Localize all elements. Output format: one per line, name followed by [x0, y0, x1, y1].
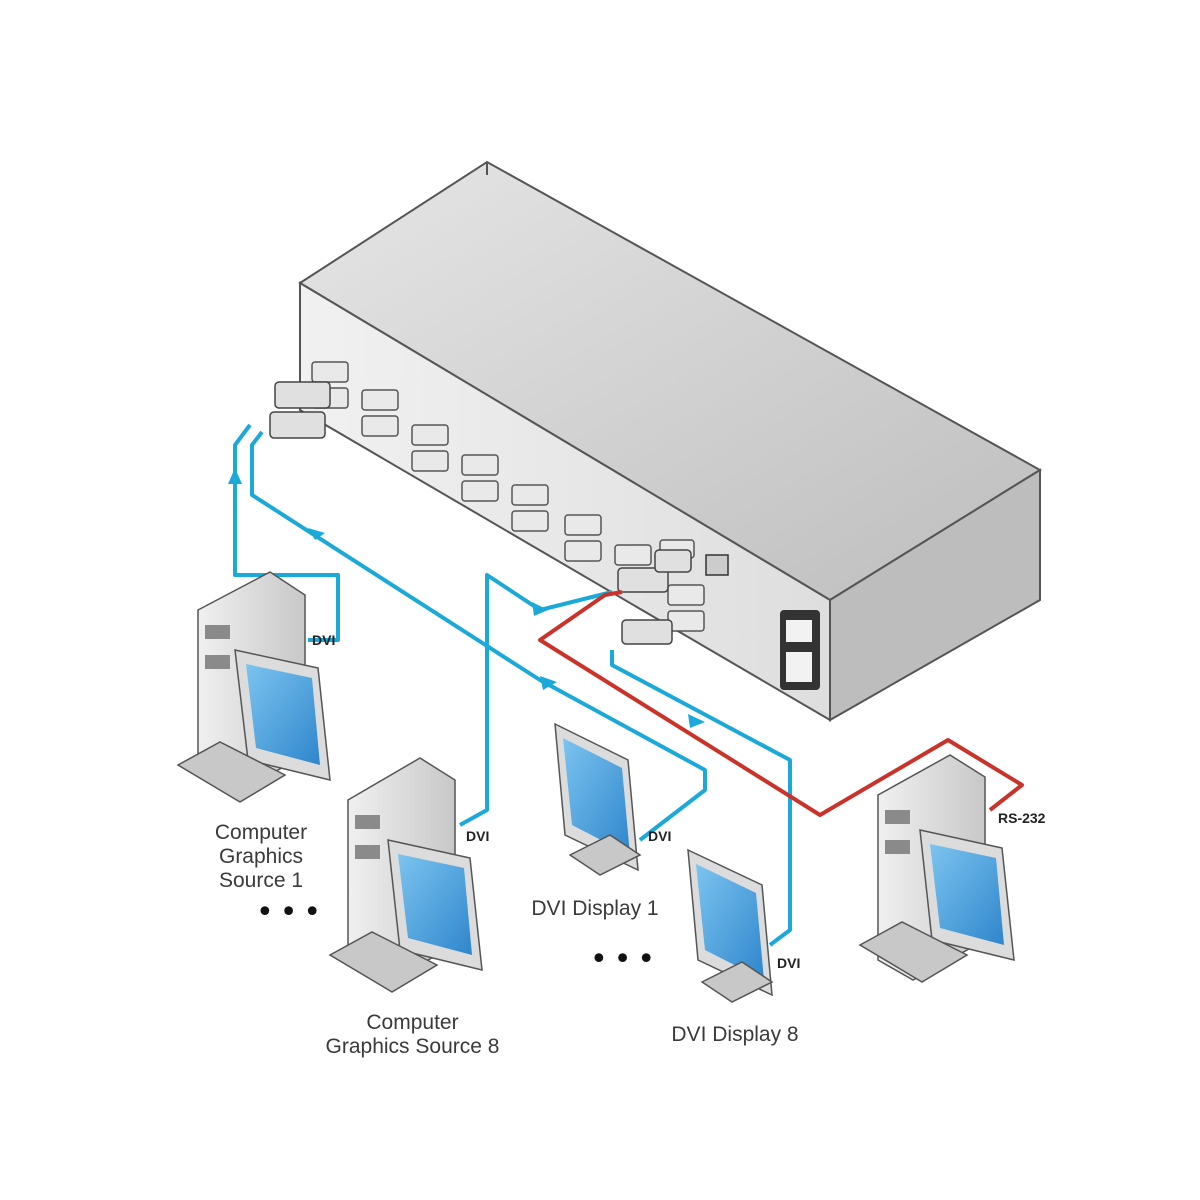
ellipsis-sources: •••: [256, 895, 328, 930]
ellipsis-displays: •••: [590, 942, 662, 977]
cable-source8: [459, 573, 613, 827]
label-source-8: Computer Graphics Source 8: [325, 1011, 500, 1058]
label-dvi-source1: DVI: [312, 632, 336, 648]
label-dvi-display1: DVI: [648, 828, 672, 844]
label-display-1: DVI Display 1: [531, 897, 659, 920]
cable-display8: [610, 650, 792, 947]
keyboard-icon: [176, 741, 287, 803]
matrix-switcher-device: [269, 160, 1042, 722]
ethernet-port: [705, 554, 729, 576]
cable-display1: [250, 430, 707, 842]
computer-source-8: [328, 757, 483, 993]
label-rs232: RS-232: [998, 810, 1046, 826]
display-1: [554, 722, 642, 876]
label-display-8: DVI Display 8: [671, 1023, 799, 1046]
display-8: [687, 848, 774, 1003]
label-source-1: Computer Graphics Source 1: [214, 821, 308, 892]
control-computer: [858, 754, 1015, 983]
keyboard-icon: [858, 921, 969, 983]
dvi-cables: [233, 423, 792, 947]
keyboard-icon: [328, 931, 439, 993]
computer-source-1: [176, 571, 331, 803]
rs232-cable: [538, 590, 1024, 817]
dvi-connector-icon: [269, 381, 692, 645]
flow-arrows: [228, 468, 705, 728]
cable-source1: [233, 423, 340, 642]
label-dvi-display8: DVI: [777, 955, 801, 971]
label-dvi-source8: DVI: [466, 828, 490, 844]
power-socket: [780, 610, 820, 690]
